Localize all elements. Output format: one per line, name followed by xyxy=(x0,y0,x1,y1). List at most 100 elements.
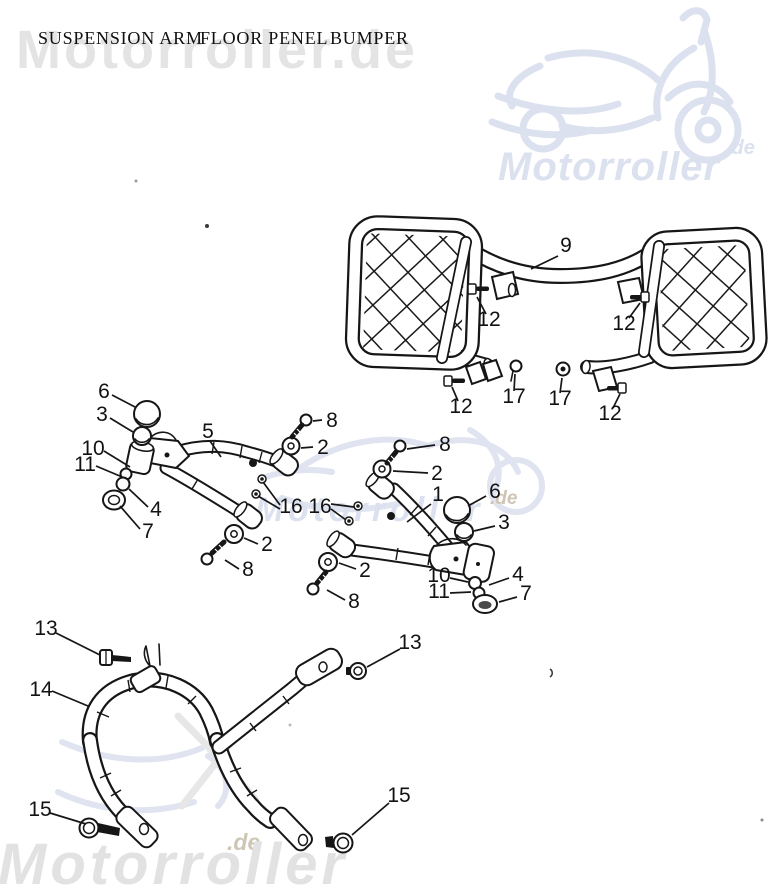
callout-6: 6 xyxy=(489,480,501,503)
callout-9: 9 xyxy=(560,234,572,257)
callout-8: 8 xyxy=(242,558,254,581)
leader-line xyxy=(473,525,496,532)
callout-7: 7 xyxy=(142,520,154,543)
leader-line xyxy=(209,440,222,458)
callout-15: 15 xyxy=(387,784,410,807)
bolt-15-right xyxy=(325,832,354,854)
scooter-watermark-center xyxy=(259,427,545,515)
callout-13: 13 xyxy=(398,631,421,654)
leader-line xyxy=(451,386,459,402)
bolt-12-bottom-left xyxy=(443,375,465,387)
bumper-assembly xyxy=(78,643,367,854)
callout-10: 10 xyxy=(81,437,104,460)
leader-line xyxy=(55,632,101,656)
seal-cap-7 xyxy=(472,594,498,614)
leader-line xyxy=(559,377,563,394)
watermark-layer: Motorroller.de .de Motorroller xyxy=(0,7,755,887)
callout-11: 11 xyxy=(74,453,96,476)
callout-15: 15 xyxy=(28,798,51,821)
leader-line xyxy=(530,255,559,270)
callout-10: 10 xyxy=(427,564,450,587)
leader-line xyxy=(300,446,314,449)
scan-specks xyxy=(134,179,764,822)
leader-line xyxy=(338,562,357,570)
callout-12: 12 xyxy=(477,308,500,331)
pivot-bolt-8 xyxy=(306,569,329,596)
callout-16: 16 xyxy=(308,495,331,518)
callout-11: 11 xyxy=(428,580,450,603)
watermark-suffix-bottom: .de xyxy=(227,829,260,855)
callout-5: 5 xyxy=(202,420,214,443)
foot-bracket-right xyxy=(269,806,313,852)
watermark-brand-top-right: Motorroller xyxy=(498,145,722,189)
ball-cap-6 xyxy=(133,400,161,428)
callout-17: 17 xyxy=(548,387,571,410)
grease-fitting xyxy=(387,512,395,520)
mount-bracket xyxy=(481,358,504,383)
grease-fitting xyxy=(353,501,363,511)
pivot-bolt-8 xyxy=(384,439,407,466)
watermark-brand-center: Motorroller xyxy=(255,491,484,529)
watermark-suffix-top-right: .de xyxy=(726,137,755,159)
footrest-left xyxy=(344,215,484,371)
callout-2: 2 xyxy=(261,533,273,556)
leader-line xyxy=(449,577,469,583)
suspension-arm-right xyxy=(306,439,498,614)
leader-line xyxy=(95,465,128,480)
leader-line xyxy=(498,596,518,603)
callout-3: 3 xyxy=(498,511,510,534)
foot-bracket-left xyxy=(115,805,159,849)
pivot-washer-2 xyxy=(224,524,244,544)
pivot-washer-2 xyxy=(318,552,338,572)
title-suspension-arm: SUSPENSION ARM xyxy=(38,28,203,48)
watermark-brand-bottom: Motorroller xyxy=(0,832,348,887)
arm-bushing xyxy=(233,501,263,530)
watermark-suffix-center: .de xyxy=(490,488,518,509)
callout-6: 6 xyxy=(98,380,110,403)
washer-4 xyxy=(115,476,131,492)
leader-line xyxy=(111,394,136,408)
callout-14: 14 xyxy=(29,678,53,701)
pivot-washer-2 xyxy=(372,459,392,479)
callout-12: 12 xyxy=(612,312,635,335)
leader-line xyxy=(103,450,131,468)
leader-line xyxy=(612,393,621,409)
callout-16: 16 xyxy=(279,495,302,518)
leader-line xyxy=(351,802,390,836)
watermark-top-left: Motorroller.de xyxy=(16,20,418,80)
callout-12: 12 xyxy=(449,395,472,418)
leader-line xyxy=(330,508,347,521)
pivot-bolt-8 xyxy=(200,539,227,566)
fork-tab xyxy=(129,643,162,694)
callout-2: 2 xyxy=(317,436,329,459)
bolt-13-right xyxy=(346,662,367,680)
seal-ring-7 xyxy=(102,489,126,511)
leader-line xyxy=(628,302,641,319)
grease-fitting xyxy=(344,516,354,526)
leader-line xyxy=(406,444,436,450)
leader-line xyxy=(476,296,487,315)
bolt-13-left xyxy=(99,649,131,666)
bolt-12-top-left xyxy=(467,283,489,295)
callout-17: 17 xyxy=(502,385,525,408)
title-bumper: BUMPER xyxy=(330,28,409,48)
grease-fitting xyxy=(249,459,257,467)
mount-bracket xyxy=(464,360,488,386)
arm-bushing xyxy=(326,530,357,559)
grease-fitting xyxy=(251,489,261,499)
callout-1: 1 xyxy=(432,483,444,506)
callout-8: 8 xyxy=(326,409,338,432)
leader-line xyxy=(326,589,346,601)
leader-line xyxy=(257,495,281,510)
leader-line xyxy=(224,559,240,570)
pivot-bolt-8 xyxy=(289,413,313,440)
leader-line xyxy=(449,591,472,594)
ring-17-right xyxy=(555,361,571,377)
arm-bushing xyxy=(269,448,299,477)
floor-panel-assembly xyxy=(344,215,768,394)
callout-3: 3 xyxy=(96,403,108,426)
leader-line xyxy=(330,503,355,508)
scooter-watermark-top-right xyxy=(488,7,742,164)
callout-4: 4 xyxy=(150,498,162,521)
